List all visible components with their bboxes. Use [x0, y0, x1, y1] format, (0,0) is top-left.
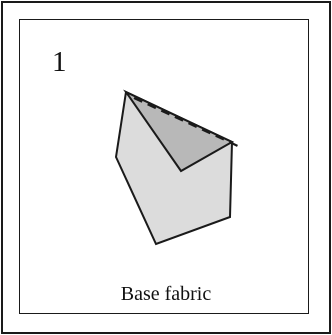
caption: Base fabric	[0, 284, 332, 304]
